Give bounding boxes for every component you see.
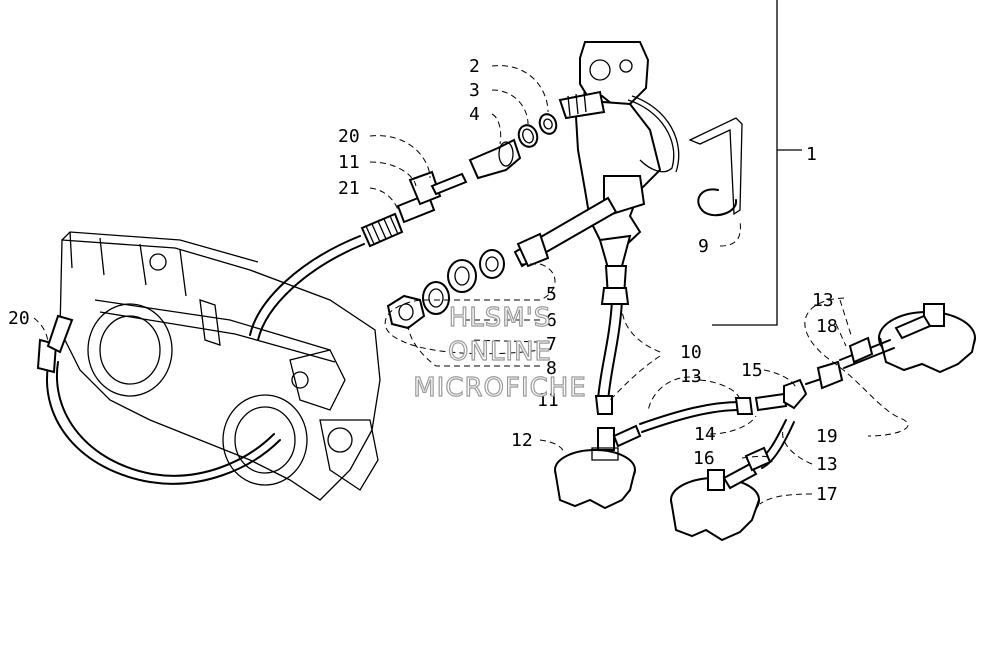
- washers-and-nuts: [386, 113, 558, 330]
- callout-11-top: 11: [338, 152, 360, 173]
- callout-19: 19: [816, 426, 838, 447]
- callout-9: 9: [698, 236, 709, 257]
- callout-13-bottom: 13: [816, 454, 838, 475]
- callout-7: 7: [546, 334, 557, 355]
- left-fuel-hose: [36, 314, 281, 485]
- callout-1: 1: [806, 144, 817, 165]
- clip-parts: [688, 117, 743, 217]
- callout-20-left: 20: [8, 308, 30, 329]
- watermark-line-2: ONLINE: [448, 337, 552, 367]
- callout-15: 15: [741, 360, 763, 381]
- fuel-pump: [513, 41, 680, 270]
- callout-6: 6: [546, 310, 557, 331]
- callout-13-top: 13: [812, 290, 834, 311]
- callout-4: 4: [469, 104, 480, 125]
- leader-lines: [33, 0, 909, 505]
- watermark-line-1: HLSM'S: [449, 303, 552, 333]
- callout-labels: 1 2 3 4 20 11 21 9 5 6 7 8 20 10 11 13 1…: [8, 56, 838, 505]
- callout-3: 3: [469, 80, 480, 101]
- watermark: HLSM'S ONLINE MICROFICHE: [413, 302, 587, 403]
- callout-18: 18: [816, 316, 838, 337]
- carburetor-assembly: [59, 231, 381, 501]
- callout-8: 8: [546, 358, 557, 379]
- watermark-line-3: MICROFICHE: [413, 373, 587, 403]
- callout-5: 5: [546, 284, 557, 305]
- callout-17: 17: [816, 484, 838, 505]
- callout-20-top: 20: [338, 126, 360, 147]
- fuel-hoses: [639, 336, 895, 472]
- callout-12: 12: [511, 430, 533, 451]
- primer-bulb-17: [670, 462, 760, 542]
- primer-bulb-12: [554, 424, 642, 510]
- callout-11-bottom: 11: [537, 390, 559, 411]
- pump-outlet-hose: [594, 265, 630, 415]
- callout-2: 2: [469, 56, 480, 77]
- callout-10: 10: [680, 342, 702, 363]
- callout-16: 16: [693, 448, 715, 469]
- callout-21: 21: [338, 178, 360, 199]
- primer-bulb-19: [878, 303, 976, 374]
- choke-cable: [249, 170, 468, 341]
- callout-13-mid: 13: [680, 366, 702, 387]
- callout-14: 14: [694, 424, 716, 445]
